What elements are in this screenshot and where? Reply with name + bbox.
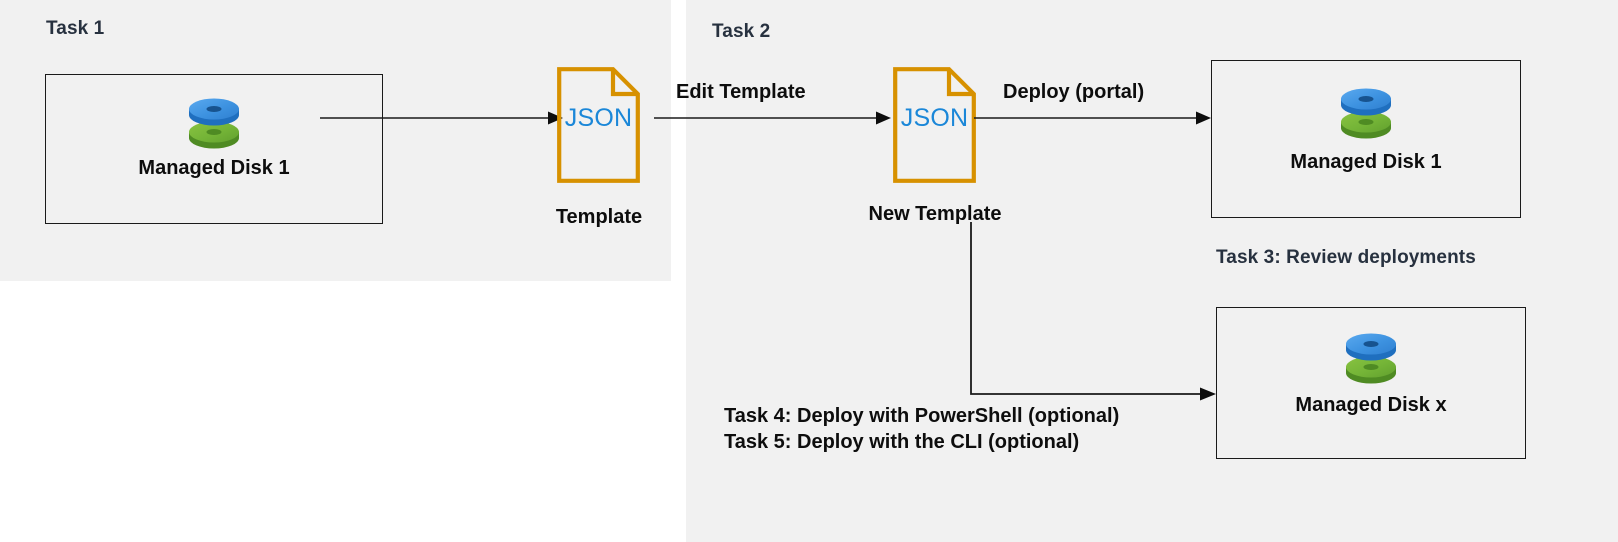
script-task-list: Task 4: Deploy with PowerShell (optional… [724,403,1119,455]
task4-label: Task 4: Deploy with PowerShell (optional… [724,405,1120,427]
arrow-script-deploy [960,222,1230,402]
managed-disk-icon [1338,83,1394,141]
edit-template-label: Edit Template [676,81,806,103]
json-label-template: JSON [564,104,633,132]
json-document-icon-template: JSON [557,67,640,183]
task1-heading: Task 1 [46,18,105,39]
task2-panel-background [686,0,1618,542]
managed-disk-x-box: Managed Disk x [1216,307,1526,459]
template-caption: Template [555,206,643,228]
deploy-portal-label: Deploy (portal) [1003,81,1145,103]
managed-disk-icon [186,93,242,151]
managed-disk-1-box-deployed: Managed Disk 1 [1211,60,1521,218]
arrow-deploy-portal [974,108,1219,128]
task5-label: Task 5: Deploy with the CLI (optional) [724,431,1080,453]
managed-disk-1-label-deployed: Managed Disk 1 [1290,151,1442,173]
managed-disk-1-label-source: Managed Disk 1 [138,157,290,179]
task3-heading: Task 3: Review deployments [1216,247,1476,268]
arrow-disk-to-template [320,108,565,128]
json-document-icon-new-template: JSON [893,67,976,183]
managed-disk-icon [1343,328,1399,386]
json-label-new-template: JSON [900,104,969,132]
new-template-caption: New Template [868,203,1002,225]
managed-disk-x-label: Managed Disk x [1295,394,1447,416]
task2-heading: Task 2 [712,21,771,42]
managed-disk-1-box-source: Managed Disk 1 [45,74,383,224]
arrow-edit-template [654,108,899,128]
